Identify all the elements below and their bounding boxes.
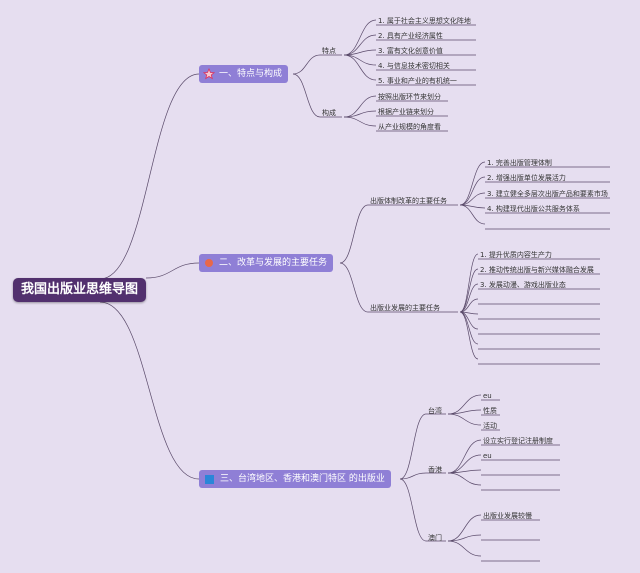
- leaf-item[interactable]: 设立实行登记注册制度: [483, 437, 553, 445]
- connector-line: [447, 540, 482, 557]
- group-label-features[interactable]: 特点: [322, 47, 336, 55]
- connector-line: [447, 534, 482, 542]
- connector-line: [459, 268, 479, 313]
- connector-line: [447, 394, 482, 415]
- group-label-macau[interactable]: 澳门: [428, 534, 442, 542]
- leaf-item[interactable]: 2. 增强出版单位发展活力: [487, 174, 566, 182]
- branch-label: 二、改革与发展的主要任务: [219, 258, 328, 268]
- root-to-branch-3: [99, 301, 200, 480]
- root-node[interactable]: 我国出版业思维导图: [13, 278, 146, 302]
- branch-node-features[interactable]: 一、特点与构成: [199, 65, 289, 83]
- connector-line: [399, 472, 427, 480]
- group-label-reform-tasks[interactable]: 出版体制改革的主要任务: [370, 197, 447, 205]
- leaf-item[interactable]: 2. 具有产业经济属性: [378, 32, 443, 40]
- leaf-item[interactable]: 4. 与信息技术密切相关: [378, 62, 450, 70]
- connector-line: [343, 110, 377, 118]
- connector-line: [459, 311, 479, 360]
- leaf-item[interactable]: 1. 属于社会主义思想文化阵地: [378, 17, 471, 25]
- dot-icon: [205, 259, 213, 267]
- connector-line: [459, 311, 479, 345]
- connector-line: [399, 413, 427, 480]
- leaf-item[interactable]: 活动: [483, 422, 497, 430]
- leaf-item[interactable]: 根据产业链来划分: [378, 108, 434, 116]
- connector-line: [459, 311, 479, 330]
- leaf-item[interactable]: 出版业发展较慢: [483, 512, 532, 520]
- connector-line: [339, 262, 369, 313]
- leaf-item[interactable]: 3. 富有文化创意价值: [378, 47, 443, 55]
- connector-line: [447, 454, 482, 474]
- connector-line: [343, 34, 377, 56]
- root-to-branch-1: [99, 73, 200, 280]
- root-to-branch-2: [145, 262, 200, 279]
- connector-line: [459, 253, 479, 313]
- connector-line: [399, 478, 427, 542]
- group-label-development-tasks[interactable]: 出版业发展的主要任务: [370, 304, 440, 312]
- connector-line: [459, 192, 486, 206]
- leaf-item[interactable]: eu: [483, 452, 492, 460]
- connector-line: [343, 49, 377, 56]
- leaf-item[interactable]: 3. 发展动漫、游戏出版业态: [480, 281, 566, 289]
- connector-line: [292, 73, 321, 118]
- branch-node-regions[interactable]: 三、台湾地区、香港和澳门特区 的出版业: [199, 470, 391, 488]
- connector-line: [447, 439, 482, 474]
- connector-line: [459, 298, 479, 313]
- connector-line: [343, 54, 377, 81]
- leaf-item[interactable]: 1. 提升优质内容生产力: [480, 251, 552, 259]
- connector-line: [447, 413, 482, 426]
- leaf-item[interactable]: 3. 建立健全多层次出版产品和要素市场: [487, 190, 608, 198]
- connector-line: [459, 283, 479, 313]
- group-label-composition[interactable]: 构成: [322, 109, 336, 117]
- connector-line: [459, 204, 486, 225]
- connector-line: [343, 19, 377, 56]
- connector-line: [447, 409, 482, 415]
- connector-line: [459, 176, 486, 206]
- leaf-item[interactable]: 从产业规模的角度看: [378, 123, 441, 131]
- group-label-hongkong[interactable]: 香港: [428, 466, 442, 474]
- square-icon: [205, 474, 214, 484]
- connector-line: [292, 54, 321, 75]
- leaf-item[interactable]: eu: [483, 392, 492, 400]
- leaf-item[interactable]: 2. 推动传统出版与新兴媒体融合发展: [480, 266, 594, 274]
- connector-line: [447, 514, 482, 542]
- connector-line: [343, 95, 377, 118]
- leaf-item[interactable]: 4. 构建现代出版公共服务体系: [487, 205, 580, 213]
- star-icon: [203, 68, 215, 80]
- connector-line: [343, 116, 377, 127]
- leaf-item[interactable]: 1. 完善出版管理体制: [487, 159, 552, 167]
- group-label-taiwan[interactable]: 台湾: [428, 407, 442, 415]
- connector-line: [343, 54, 377, 66]
- leaf-item[interactable]: 按照出版环节来划分: [378, 93, 441, 101]
- leaf-item[interactable]: 5. 事业和产业的有机统一: [378, 77, 457, 85]
- branch-label: 一、特点与构成: [219, 69, 283, 79]
- connector-line: [339, 204, 369, 264]
- connector-line: [447, 472, 482, 486]
- connector-line: [459, 161, 486, 206]
- branch-node-reform[interactable]: 二、改革与发展的主要任务: [199, 254, 334, 272]
- leaf-item[interactable]: 性质: [483, 407, 497, 415]
- branch-label: 三、台湾地区、香港和澳门特区 的出版业: [220, 474, 385, 484]
